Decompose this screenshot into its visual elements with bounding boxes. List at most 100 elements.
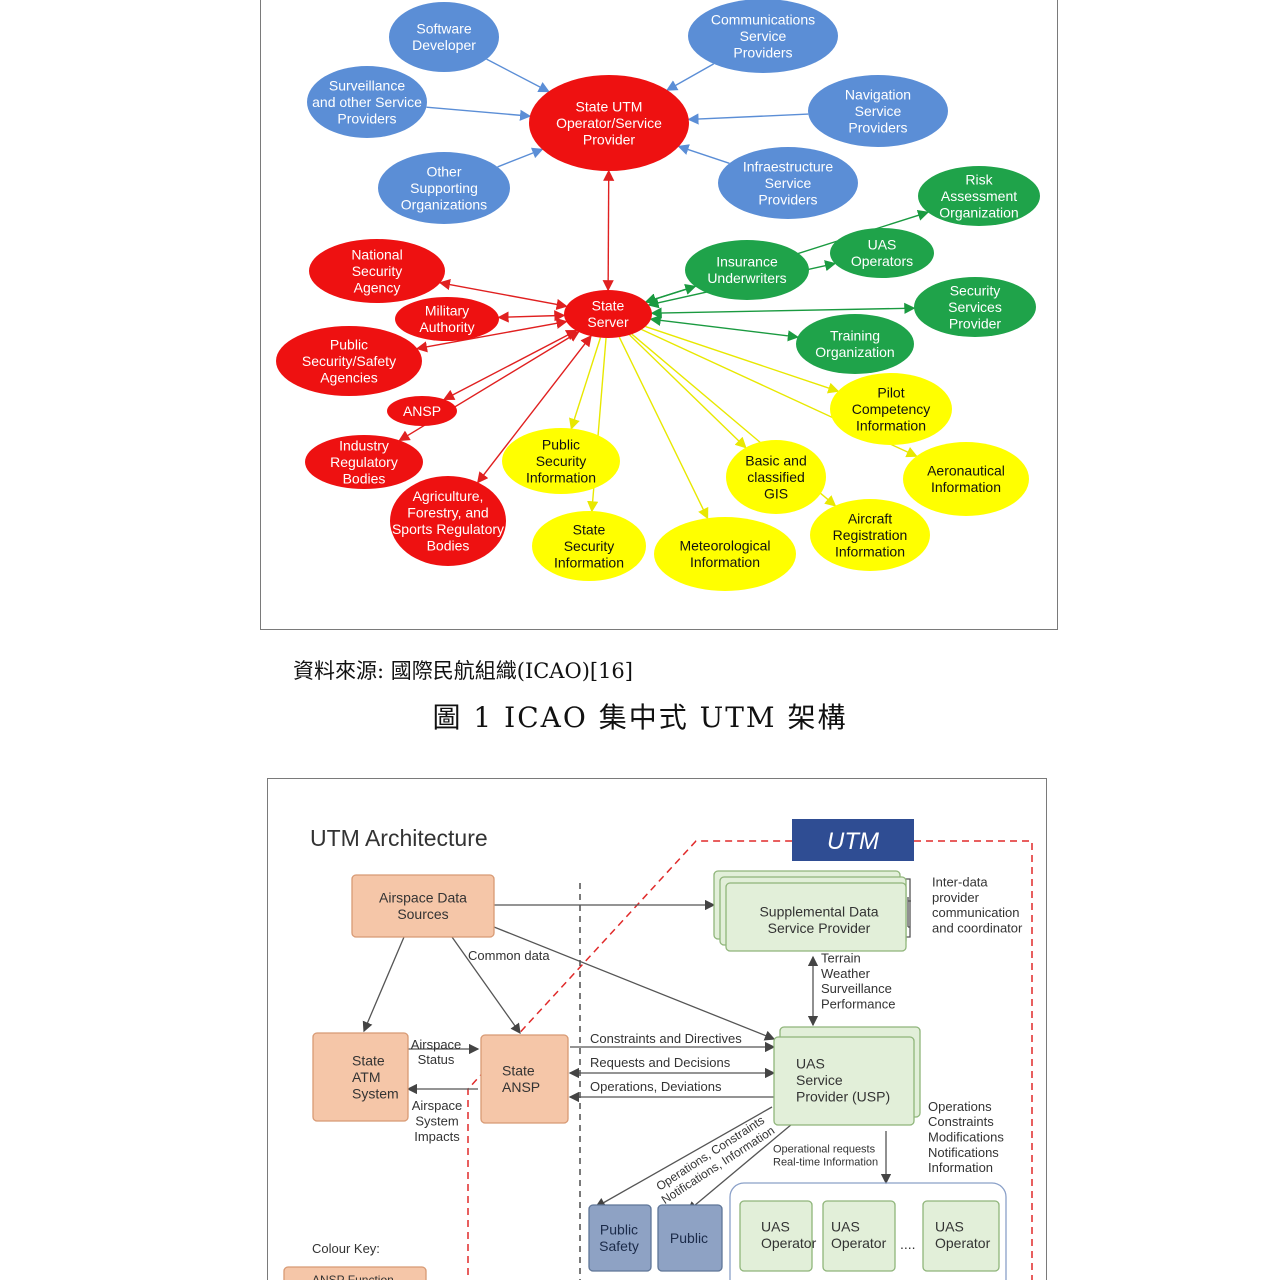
connector-arrow xyxy=(476,335,592,484)
industry-regulatory-bodies-node xyxy=(305,435,423,489)
figure-source-line: 資料來源: 國際民航組織(ICAO)[16] xyxy=(293,659,633,683)
ansp-label: ANSP xyxy=(403,403,441,419)
communications-service-providers-node xyxy=(688,0,838,73)
connector-arrow xyxy=(650,302,916,319)
public-safety-box xyxy=(588,1204,652,1272)
meteorological-information-node xyxy=(654,517,796,591)
uas-operator-box-3 xyxy=(922,1200,1000,1272)
operations-deviations-label: Operations, Deviations xyxy=(590,1079,722,1094)
state-ansp-box xyxy=(480,1034,569,1124)
software-developer-node xyxy=(389,2,499,72)
uas-operator-box-1 xyxy=(739,1200,813,1272)
uas-operators-node xyxy=(830,228,934,278)
requests-decisions-label: Requests and Decisions xyxy=(590,1055,731,1070)
state-utm-operator-node xyxy=(529,75,689,171)
basic-classified-gis-node xyxy=(726,440,826,514)
aeronautical-information-node xyxy=(903,442,1029,516)
surveillance-providers-node xyxy=(307,66,427,138)
training-organization-node xyxy=(796,314,914,374)
flow-arrow xyxy=(362,936,405,1033)
uss-box xyxy=(773,1036,915,1126)
navigation-service-providers-node xyxy=(808,75,948,147)
flow-arrow xyxy=(493,926,776,1041)
architecture-connectors xyxy=(362,840,1033,1280)
other-supporting-organizations-node xyxy=(378,152,510,224)
state-server-node xyxy=(564,290,652,338)
connector-arrow xyxy=(486,58,550,93)
public-box xyxy=(657,1204,723,1272)
risk-assessment-organization-node xyxy=(918,166,1040,226)
connector-arrow xyxy=(438,279,568,310)
utm-boundary-dashed xyxy=(467,840,792,1280)
infrastructure-service-providers-node xyxy=(718,147,858,219)
national-security-agency-node xyxy=(309,239,445,303)
airspace-data-sources-box xyxy=(351,874,495,938)
utm-boundary-dashed-right xyxy=(914,840,1033,1280)
flow-arrow xyxy=(594,1106,773,1208)
connector-arrow xyxy=(497,310,566,323)
connector-arrow xyxy=(677,144,730,165)
colour-key-title: Colour Key: xyxy=(312,1241,380,1256)
security-services-provider-node xyxy=(914,277,1036,337)
utm-badge xyxy=(792,819,914,861)
colour-key-ansp-label: ANSP Function xyxy=(312,1273,394,1280)
state-atm-system-box xyxy=(312,1032,409,1122)
colour-key-ansp-swatch xyxy=(283,1266,427,1280)
connector-arrow xyxy=(649,314,800,342)
pilot-competency-information-node xyxy=(830,373,952,445)
supplemental-data-service-provider-box xyxy=(725,882,907,952)
public-security-safety-agencies-node xyxy=(276,326,422,396)
utm-badge-label: UTM xyxy=(827,828,879,855)
connector-arrow xyxy=(629,334,747,449)
figure-caption: 圖 1 ICAO 集中式 UTM 架構 xyxy=(432,701,848,734)
common-data-label: Common data xyxy=(468,948,550,963)
ansp-node xyxy=(387,396,457,426)
public-label: Public xyxy=(670,1230,708,1246)
architecture-shapes xyxy=(283,819,1007,1280)
connector-arrow xyxy=(426,106,532,121)
connector-arrow xyxy=(645,325,840,394)
aircraft-registration-information-node xyxy=(810,499,930,571)
connector-arrow xyxy=(644,284,697,305)
connector-arrow xyxy=(666,63,715,91)
agriculture-forestry-sports-node xyxy=(390,476,506,566)
public-security-information-node xyxy=(502,428,620,494)
connector-arrow xyxy=(687,113,809,125)
